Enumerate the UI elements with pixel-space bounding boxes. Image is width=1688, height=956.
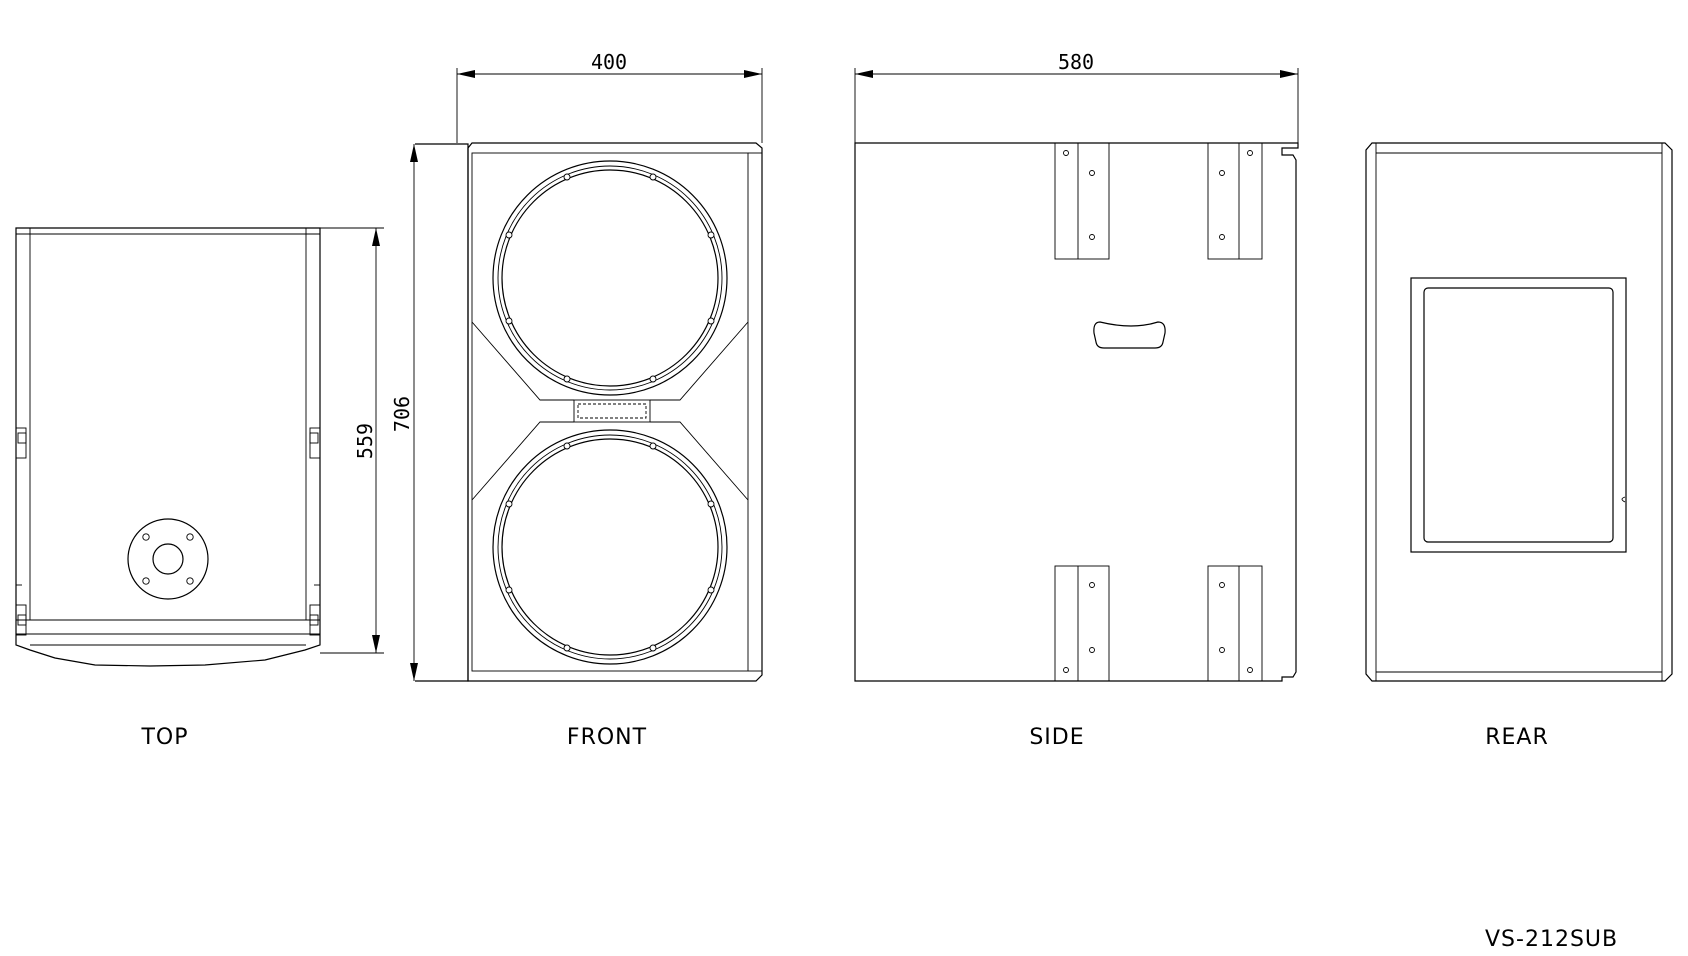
side-outline — [854, 142, 1299, 682]
side-skid-bottom-left-hole — [1063, 667, 1069, 673]
lower-woofer-screw — [649, 644, 657, 652]
dim-580-label: 580 — [1058, 50, 1094, 74]
lower-woofer-screw — [649, 442, 657, 450]
front-baffle — [471, 152, 749, 672]
side-skid-top-left-hole — [1089, 234, 1095, 240]
lower-woofer-screw — [505, 586, 513, 594]
front-xbrace-left-bottom — [471, 421, 574, 501]
side-skid-top-left-hole — [1063, 150, 1069, 156]
dim-400-arrow-right — [744, 70, 762, 78]
side-skid-bottom-right — [1207, 565, 1263, 682]
dim-580-arrow-right — [1280, 70, 1298, 78]
side-skid-top-right — [1207, 142, 1263, 260]
rear-view — [1365, 142, 1673, 682]
rear-detail-mark — [1621, 496, 1626, 503]
front-xbrace-left-top — [471, 321, 574, 401]
side-skid-bottom-left-hole — [1089, 582, 1095, 588]
dim-706-arrow-bottom — [410, 663, 418, 681]
dim-559-arrow-bottom — [372, 635, 380, 653]
lower-woofer-screw — [505, 500, 513, 508]
side-skid-bottom-left-hole — [1089, 647, 1095, 653]
dim-706-label: 706 — [390, 396, 414, 432]
upper-woofer-screws — [505, 173, 715, 383]
upper-woofer-surround — [497, 165, 723, 391]
front-cabinet-outline — [467, 142, 763, 682]
side-skid-top-right-hole — [1247, 150, 1253, 156]
upper-woofer-ring — [492, 160, 728, 396]
lower-woofer-cone — [501, 438, 719, 656]
lower-woofer-screw — [563, 442, 571, 450]
dim-400-label: 400 — [591, 50, 627, 74]
rear-panel — [1423, 287, 1614, 543]
top-bracket-left-lower-tab — [17, 614, 27, 626]
top-view-outline — [15, 227, 321, 667]
upper-woofer-screw — [707, 317, 715, 325]
side-skid-bottom-right-hole — [1247, 667, 1253, 673]
top-connector-screw-1 — [142, 533, 150, 541]
top-connector-screw-4 — [186, 577, 194, 585]
top-view-label: TOP — [140, 725, 188, 750]
rear-panel-frame — [1410, 277, 1627, 553]
lower-woofer-surround — [497, 434, 723, 660]
side-skid-top-right-hole — [1219, 170, 1225, 176]
lower-woofer-screw — [707, 500, 715, 508]
side-view-label: SIDE — [1029, 725, 1084, 750]
upper-woofer-screw — [505, 317, 513, 325]
front-view-label: FRONT — [567, 725, 647, 750]
upper-woofer-screw — [563, 173, 571, 181]
lower-woofer-screw — [563, 644, 571, 652]
front-view: 400 706 — [390, 50, 763, 682]
front-xbrace-right-top — [650, 321, 749, 401]
dim-559-arrow-top — [372, 228, 380, 246]
top-bracket-right-upper-tab — [309, 432, 319, 444]
side-skid-bottom-left — [1054, 565, 1110, 682]
upper-woofer-screw — [505, 231, 513, 239]
upper-woofer-screw — [707, 231, 715, 239]
dim-580-arrow-left — [855, 70, 873, 78]
side-skid-top-right-hole — [1219, 234, 1225, 240]
top-connector-screw-2 — [186, 533, 194, 541]
side-skid-bottom-right-hole — [1219, 647, 1225, 653]
side-skid-bottom-right-hole — [1219, 582, 1225, 588]
rear-view-label: REAR — [1485, 725, 1549, 750]
top-bracket-right-lower-tab — [309, 614, 319, 626]
dim-400-arrow-left — [457, 70, 475, 78]
top-bracket-left-upper-tab — [17, 432, 27, 444]
top-connector-plate — [127, 518, 209, 600]
top-connector-screw-3 — [142, 577, 150, 585]
dim-706-arrow-top — [410, 144, 418, 162]
side-view: 580 — [854, 50, 1299, 682]
upper-woofer-screw — [563, 375, 571, 383]
model-label: VS-212SUB — [1485, 927, 1618, 952]
front-logo-badge — [577, 403, 647, 419]
lower-woofer-screws — [505, 442, 715, 652]
front-outer-outline — [415, 143, 469, 682]
side-skid-top-left-hole — [1089, 170, 1095, 176]
front-badge-frame — [573, 399, 651, 423]
rear-outline — [1365, 142, 1673, 682]
top-view: 559 — [15, 227, 384, 667]
upper-woofer-cone — [501, 169, 719, 387]
front-xbrace-right-bottom — [650, 421, 749, 501]
top-connector-hole — [152, 543, 184, 575]
upper-woofer-screw — [649, 375, 657, 383]
lower-woofer-ring — [492, 429, 728, 665]
dim-559-label: 559 — [353, 423, 377, 459]
lower-woofer-screw — [707, 586, 715, 594]
upper-woofer-screw — [649, 173, 657, 181]
side-handle — [1093, 321, 1166, 349]
side-skid-top-left — [1054, 142, 1110, 260]
